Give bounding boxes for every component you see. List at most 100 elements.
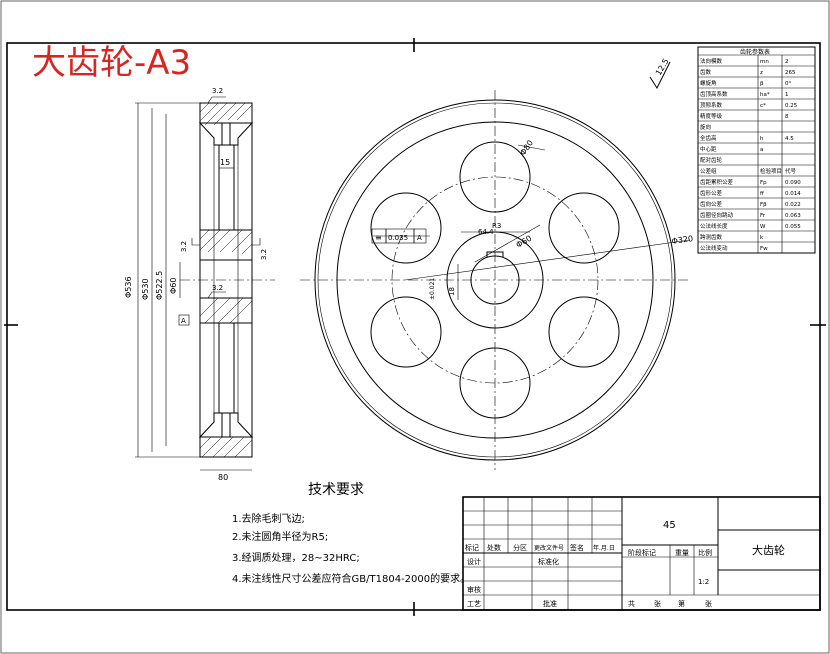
svg-text:张: 张 bbox=[705, 599, 712, 608]
gear-param-cell: Fr bbox=[760, 213, 766, 219]
gear-param-cell: 0.063 bbox=[785, 213, 801, 219]
roughness-mid-left: 3.2 bbox=[180, 238, 200, 252]
svg-text:≡: ≡ bbox=[375, 233, 382, 242]
svg-text:3.2: 3.2 bbox=[180, 241, 188, 252]
dim-keyway-tol: ±0.021 bbox=[429, 278, 436, 300]
tech-req-heading: 技术要求 bbox=[308, 482, 364, 498]
dim-face-width: 80 bbox=[218, 473, 228, 482]
svg-text:重量: 重量 bbox=[675, 549, 689, 557]
gear-param-cell: 中心距 bbox=[700, 145, 717, 153]
svg-text:工艺: 工艺 bbox=[467, 600, 481, 608]
bore-circle bbox=[470, 255, 520, 305]
tb-headers: 标记 处数 分区 更改文件号 签名 年.月.日 bbox=[465, 543, 615, 552]
svg-text:批准: 批准 bbox=[543, 599, 557, 608]
tech-req-item: 1.去除毛刺飞边; bbox=[232, 512, 305, 525]
svg-text:标记: 标记 bbox=[465, 543, 479, 552]
dim-root-dia: Φ522.5 bbox=[155, 271, 164, 300]
tb-footer: 共 张 第 张 bbox=[628, 599, 712, 608]
gear-param-cell: 0.022 bbox=[785, 202, 801, 208]
svg-text:比例: 比例 bbox=[698, 548, 712, 557]
gear-param-cell: 0° bbox=[785, 81, 791, 87]
gear-param-cell: 齿圈径向跳动 bbox=[700, 211, 734, 219]
roughness-lower: 3.2 bbox=[207, 284, 226, 299]
gear-param-cell: 4.5 bbox=[785, 136, 794, 142]
dim-r-label: R3 bbox=[492, 222, 501, 230]
svg-text:年.月.日: 年.月.日 bbox=[593, 544, 615, 552]
gear-param-cell: 法向模数 bbox=[700, 57, 723, 65]
gear-param-cell: 齿向公差 bbox=[700, 200, 723, 208]
dim-pitch-dia: Φ530 bbox=[141, 278, 150, 300]
pitch-circle bbox=[317, 102, 673, 458]
gear-param-cell: Fp bbox=[760, 180, 767, 186]
dim-hole-pcd: Φ320 bbox=[671, 234, 694, 246]
dim-keyway-depth: 64.4 bbox=[478, 228, 494, 236]
gear-param-cell: 8 bbox=[785, 114, 789, 120]
gear-param-cell: h bbox=[760, 136, 764, 142]
gear-param-cell: 公法线变动 bbox=[700, 244, 728, 252]
gear-param-cell: 齿顶高系数 bbox=[700, 90, 728, 98]
gear-param-cell: k bbox=[760, 235, 764, 241]
gear-param-cell: 旋向 bbox=[700, 123, 711, 131]
svg-text:A: A bbox=[181, 317, 186, 325]
gear-param-cell: W bbox=[760, 224, 766, 230]
gear-param-cell: Fβ bbox=[760, 202, 767, 208]
title-block bbox=[462, 496, 821, 611]
svg-text:设计: 设计 bbox=[467, 557, 481, 566]
svg-text:共: 共 bbox=[628, 599, 635, 608]
gear-param-cell: 0.25 bbox=[785, 103, 798, 109]
svg-text:分区: 分区 bbox=[513, 543, 527, 552]
gear-param-cell: 0.090 bbox=[785, 180, 801, 186]
svg-text:处数: 处数 bbox=[487, 543, 501, 552]
svg-text:A: A bbox=[417, 234, 422, 242]
dim-keyway-width: 18 bbox=[448, 287, 456, 296]
gear-param-cell: 顶隙系数 bbox=[700, 101, 723, 109]
svg-text:3.2: 3.2 bbox=[260, 249, 268, 260]
roughness-top: 3.2 bbox=[207, 87, 226, 104]
svg-text:12.5: 12.5 bbox=[654, 57, 671, 77]
gear-param-cell: 跨测齿数 bbox=[700, 233, 723, 241]
gear-param-cell: 检验项目 bbox=[760, 167, 782, 175]
gear-param-cell: Fw bbox=[760, 246, 768, 252]
section-view bbox=[135, 102, 275, 471]
tolerance-frame: ≡ 0.035 A bbox=[371, 228, 427, 244]
material: 45 bbox=[663, 520, 676, 531]
gear-param-cell: 1 bbox=[785, 92, 789, 98]
gear-param-cell: 公差组 bbox=[700, 167, 717, 175]
scale: 1:2 bbox=[698, 578, 709, 586]
roughness-mid-right: 3.2 bbox=[252, 238, 268, 260]
gear-param-cell: 齿形公差 bbox=[700, 189, 723, 197]
gear-param-cell: mn bbox=[760, 59, 769, 65]
gear-param-cell: ha* bbox=[760, 92, 770, 98]
gear-param-cell: 2 bbox=[785, 59, 789, 65]
dim-bore-dia: Φ60 bbox=[169, 278, 178, 294]
addendum-circle bbox=[314, 99, 676, 461]
dim-web-width: 15 bbox=[220, 158, 230, 167]
datum-a-side: A bbox=[178, 314, 190, 326]
svg-text:更改文件号: 更改文件号 bbox=[534, 544, 564, 552]
gear-param-cell: 0.055 bbox=[785, 224, 801, 230]
gear-param-cell: 螺旋角 bbox=[700, 79, 717, 87]
front-view bbox=[300, 90, 691, 470]
tech-req-item: 2.未注圆角半径为R5; bbox=[232, 530, 328, 543]
svg-text:第: 第 bbox=[678, 599, 685, 608]
gear-param-cell: 代号 bbox=[785, 167, 797, 175]
gear-param-cell: β bbox=[760, 81, 764, 87]
gear-param-cell: 公法线长度 bbox=[700, 222, 728, 230]
svg-text:标准化: 标准化 bbox=[538, 557, 559, 566]
tb-row-labels: 设计 审核 工艺 标准化 批准 bbox=[467, 557, 559, 608]
part-name: 大齿轮 bbox=[752, 543, 785, 557]
svg-text:0.035: 0.035 bbox=[388, 234, 408, 242]
svg-text:张: 张 bbox=[654, 599, 661, 608]
gear-param-cell: 齿数 bbox=[700, 68, 712, 76]
svg-text:阶段标记: 阶段标记 bbox=[628, 548, 656, 557]
general-roughness-symbol: 12.5 bbox=[649, 57, 671, 90]
gear-param-cell: 全齿高 bbox=[700, 134, 717, 142]
title-stamp: 大齿轮-A3 bbox=[32, 43, 191, 83]
gear-param-cell: 配对齿轮 bbox=[700, 156, 723, 164]
tech-req-item: 4.未注线性尺寸公差应符合GB/T1804-2000的要求。 bbox=[232, 572, 470, 585]
rim-inner-circle bbox=[336, 121, 654, 439]
gear-param-heading: 齿轮参数表 bbox=[740, 48, 770, 56]
gear-param-cell: a bbox=[760, 147, 763, 153]
